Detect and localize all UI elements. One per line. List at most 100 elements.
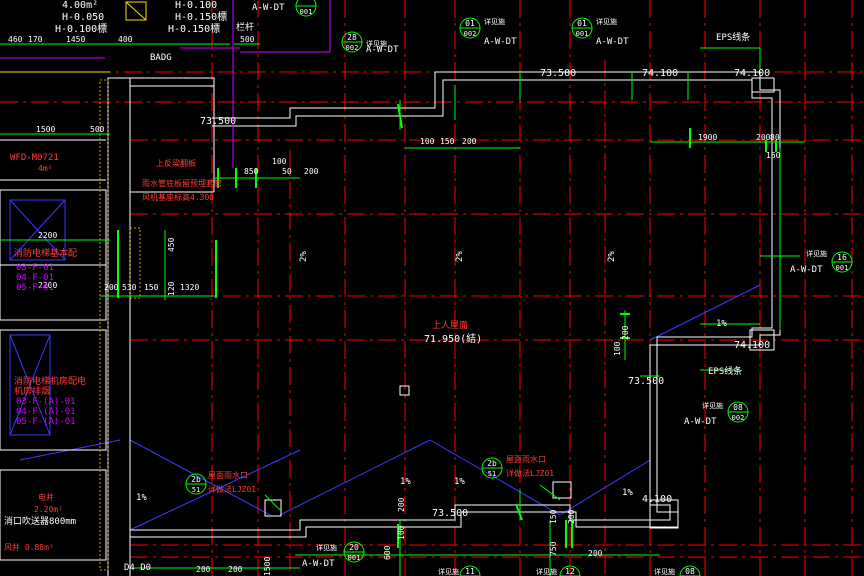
note-drain-detail-2: 详做法LJZ01 xyxy=(506,468,554,478)
detail-tag-top: 2b xyxy=(487,459,497,468)
detail-tag-bottom: 001 xyxy=(836,264,849,272)
detail-tag-top: 16 xyxy=(837,253,847,262)
d4-label: D4 D0 xyxy=(124,563,151,573)
dim-text: 1500 xyxy=(36,125,55,134)
elev-roof-level: 71.950(結) xyxy=(424,332,482,345)
detail-tag-label: 详见施 xyxy=(484,17,505,26)
detail-tag-top: 08 xyxy=(685,567,695,576)
dim-text: 200 xyxy=(462,137,477,146)
elev-roof-d: 74.100 xyxy=(734,68,770,79)
dim-text-vertical: 100 xyxy=(397,525,406,540)
dim-text: 850 xyxy=(244,167,259,176)
note-drain-detail: 详做法LJZ01 xyxy=(208,484,256,494)
dim-text: 1900 xyxy=(698,133,717,142)
detail-tag-label: 详见施 xyxy=(654,567,675,576)
detail-tag-label: 详见施 xyxy=(536,567,557,576)
legend-title-2b: 机房排烟 xyxy=(14,385,50,397)
detail-tag-ref: A-W-DT xyxy=(684,417,717,427)
dim-text: 530 xyxy=(122,283,137,292)
elev-roof-e: 74.100 xyxy=(734,340,770,351)
dim-text: 500 xyxy=(240,35,255,44)
slope-label: 1% xyxy=(622,488,633,498)
elev-roof-g: 73.500 xyxy=(432,508,468,519)
legend-line: 04-F-01 xyxy=(16,273,54,283)
elev-top-left-3: H-0.100標 xyxy=(55,22,107,35)
detail-tag-ref: A-W-DT xyxy=(366,45,399,55)
note-roof-drain-2: 屋面雨水口 xyxy=(506,454,546,464)
elev-roof-f: 73.500 xyxy=(628,376,664,387)
yellow-marks xyxy=(0,1,147,73)
dim-text-vertical: 1500 xyxy=(263,557,272,576)
dim-text-vertical: 200 xyxy=(621,325,630,340)
detail-tag-circle xyxy=(559,565,581,576)
elev-top-left-1: 4.00m² xyxy=(62,0,98,11)
eps-label-2: EPS线条 xyxy=(708,365,742,377)
slope-label: 2% xyxy=(299,251,309,262)
dim-text: 460 xyxy=(8,35,23,44)
note-upturn-beam: 上反梁翻板 xyxy=(156,158,196,168)
detail-tag-top: 12 xyxy=(565,567,575,576)
legend-line: 05-F-01 xyxy=(16,283,54,293)
note-roof-drain: 屋面雨水口 xyxy=(208,470,248,480)
roof-center-title: 上人屋面 xyxy=(432,320,468,331)
detail-tag-label: 详见施 xyxy=(438,567,459,576)
slope-label: 1% xyxy=(136,493,147,503)
detail-tag-bottom: 001 xyxy=(300,8,313,16)
detail-tag-bottom: 51 xyxy=(192,486,200,494)
elev-top-left-2: H-0.050 xyxy=(62,12,104,23)
detail-tag-bottom: 51 xyxy=(488,470,496,478)
detail-tag-top: 11 xyxy=(465,567,475,576)
detail-tag-t12[interactable]: 12 详见施 xyxy=(536,565,581,576)
note-fan-base: 风机基座标高4.300 xyxy=(142,192,214,202)
parapet-label: 栏杆 xyxy=(236,21,254,33)
dim-text: 100 xyxy=(272,157,287,166)
detail-tag-label: 详见施 xyxy=(702,401,723,410)
dim-text: 100 xyxy=(420,137,435,146)
dim-text-vertical: 200 xyxy=(397,497,406,512)
detail-tag-ref: A-W-DT xyxy=(596,37,629,47)
detail-tag-ref: A-W-DT xyxy=(484,37,517,47)
dim-text: 400 xyxy=(118,35,133,44)
dim-text: 1450 xyxy=(66,35,85,44)
wind-well-label: 风井 0.88m² xyxy=(4,542,54,552)
detail-tag-t11[interactable]: 11 详见施 xyxy=(438,565,481,576)
note-rain-pipe: 雨水管底板留预埋套管 xyxy=(142,178,222,188)
dim-text: 200 xyxy=(304,167,319,176)
dim-text: 1320 xyxy=(180,283,199,292)
dim-text: 80 xyxy=(770,133,780,142)
well-area: 2.20m² xyxy=(34,505,63,514)
legend-line: 04-F-(A)-01 xyxy=(16,407,76,417)
detail-tag-top: 2b xyxy=(191,475,201,484)
well-label: 电井 xyxy=(38,492,54,502)
elev-roof-b: 73.500 xyxy=(540,68,576,79)
shaft-cross xyxy=(9,199,66,436)
elev-roof-h: 4.100 xyxy=(642,494,672,505)
detail-tag-circle xyxy=(459,565,481,576)
dim-text: 50 xyxy=(282,167,292,176)
legend-line: 05-F-(A)-01 xyxy=(16,417,76,427)
dim-text-vertical: 450 xyxy=(167,237,176,252)
dim-text: 170 xyxy=(28,35,43,44)
slope-lines xyxy=(19,284,761,531)
slope-label: 2% xyxy=(455,251,465,262)
slope-label: 1% xyxy=(716,319,727,329)
legend-title-1: 消防电梯基本配 xyxy=(14,247,77,259)
detail-tag-t08b[interactable]: 08 详见施 xyxy=(654,565,701,576)
detail-tag-bottom: 001 xyxy=(348,554,361,562)
detail-tag-bottom: 002 xyxy=(464,30,477,38)
left-area: 4m² xyxy=(38,164,52,173)
slope-label: 1% xyxy=(454,477,465,487)
